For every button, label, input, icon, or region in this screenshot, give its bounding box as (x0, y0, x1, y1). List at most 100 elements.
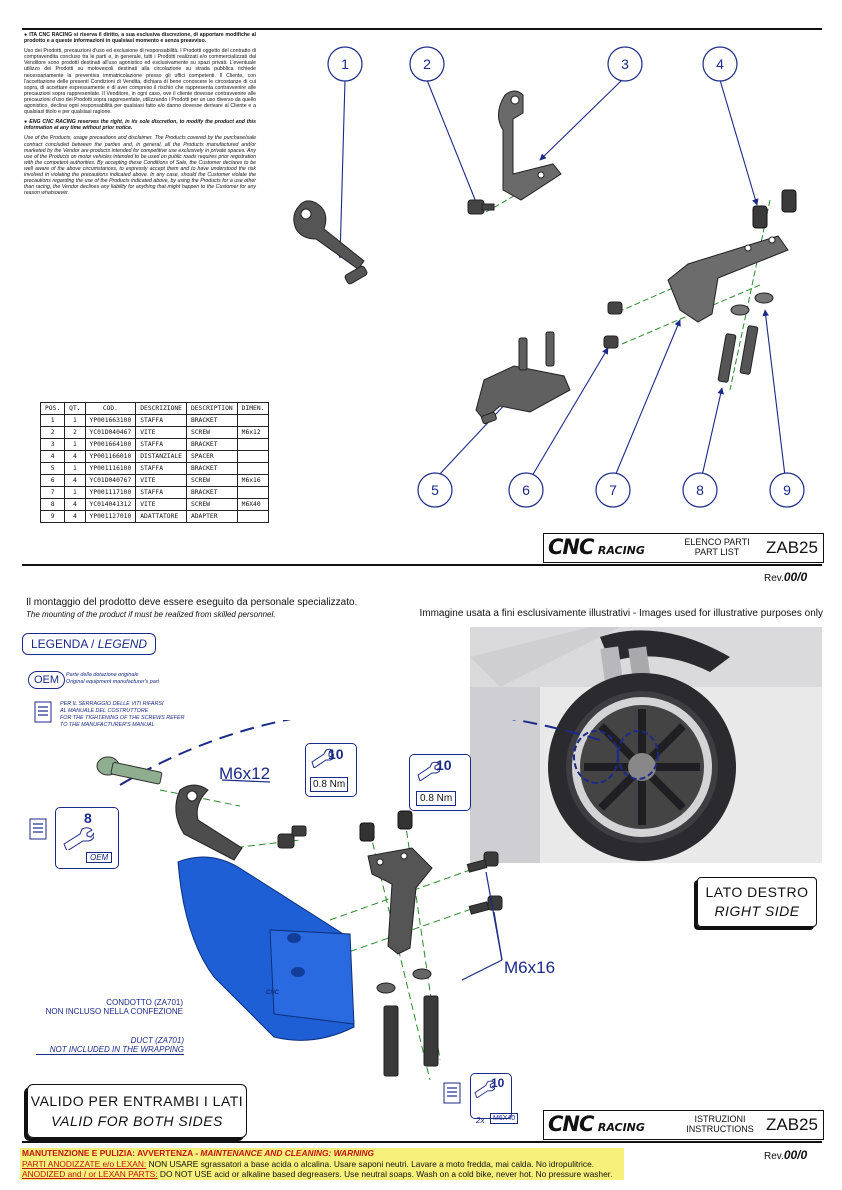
table-cell: STAFFA (135, 462, 187, 475)
table-cell: YC01D040467 (84, 426, 137, 439)
table-cell: SCREW (185, 474, 238, 487)
torque-a-unit: 0.8 Nm (310, 777, 349, 792)
oem-badge: OEM (28, 671, 66, 689)
screw-spec-m6x40: M6X40 (490, 1113, 519, 1124)
table-cell: BRACKET (185, 438, 238, 451)
legal-text: ● ITA CNC RACING si riserva il diritto, … (24, 32, 256, 200)
torque-a-value: 10 (328, 746, 344, 762)
callout-label-1: 1 (341, 56, 349, 72)
maintenance-en: ANODIZED and / or LEXAN PARTS: DO NOT US… (22, 1169, 613, 1179)
screws-part-6 (603, 301, 623, 349)
legal-eng-body: Use of the Products, usage precautions a… (24, 135, 256, 197)
table-cell: VITE (135, 426, 187, 439)
screws-m6x40 (383, 995, 439, 1077)
table-cell (236, 450, 270, 463)
wrench-icon (474, 1080, 495, 1098)
side-label-en: RIGHT SIDE (714, 903, 800, 919)
both-sides-en: VALID FOR BOTH SIDES (51, 1113, 223, 1129)
table-cell: 1 (64, 414, 86, 427)
bottom-rule (22, 1141, 822, 1143)
table-cell: 1 (64, 462, 86, 475)
callout-label-7: 7 (609, 482, 617, 498)
table-cell: 5 (39, 462, 66, 475)
illustrative-note: Immagine usata a fini esclusivamente ill… (419, 608, 823, 619)
label-part-list: PART LIST (694, 547, 740, 557)
title-block-labels: ISTRUZIONI INSTRUCTIONS (682, 1114, 758, 1134)
table-cell: M6X40 (236, 498, 270, 511)
table-cell: ADAPTER (185, 510, 238, 523)
table-cell (236, 462, 270, 475)
top-rule (22, 28, 822, 30)
table-cell: BRACKET (185, 462, 238, 475)
legal-ita-body: Uso dei Prodotti, precauzioni d'uso ed e… (24, 48, 256, 116)
notice-en: The mounting of the product if must be r… (26, 610, 276, 619)
label-elenco-parti: ELENCO PARTI (684, 537, 750, 547)
table-cell: 1 (64, 486, 86, 499)
table-cell: 1 (64, 438, 86, 451)
wrench-icon (63, 827, 94, 850)
exploded-parts-diagram: 1 2 3 4 5 6 7 8 9 (293, 46, 805, 508)
bracket-part-1 (293, 200, 368, 285)
bullet-icon: ● (24, 119, 30, 126)
table-cell: 6 (39, 474, 66, 487)
torque-spec-a: 10 0.8 Nm (305, 743, 357, 797)
torque-spec-b: 10 0.8 Nm (409, 754, 471, 811)
table-cell: BRACKET (185, 414, 238, 427)
table-cell: VITE (135, 498, 187, 511)
screws-part-8 (717, 325, 759, 383)
table-cell: 4 (64, 510, 86, 523)
duct-note-it: CONDOTTO (ZA701) NON INCLUSO NELLA CONFE… (45, 998, 183, 1016)
callout-label-2: 2 (423, 56, 431, 72)
table-cell: YP001663100 (84, 414, 137, 427)
oem-wrench-number: 8 (84, 810, 92, 826)
table-cell: YP001166010 (84, 450, 137, 463)
label-istruzioni: ISTRUZIONI (694, 1114, 746, 1124)
table-cell: YC01D040767 (84, 474, 137, 487)
table-cell: STAFFA (135, 414, 187, 427)
table-cell: 4 (64, 450, 86, 463)
legend-title: LEGENDA / LEGEND (22, 633, 157, 655)
side-label-it: LATO DESTRO (705, 884, 809, 900)
label-m6x12: M6x12 (219, 764, 271, 783)
parts-table: POS. QT. COD. DESCRIZIONE DESCRIPTION DI… (39, 402, 270, 523)
callout-label-3: 3 (621, 56, 629, 72)
table-cell: M6x12 (236, 426, 270, 439)
maintenance-it: PARTI ANODIZZATE e/o LEXAN: NON USARE sg… (22, 1158, 595, 1169)
callout-label-9: 9 (783, 482, 791, 498)
callout-label-8: 8 (696, 482, 704, 498)
callout-3 (607, 46, 643, 82)
spacers-part-4 (752, 189, 797, 229)
oem-description: Parte della dotazione originale Original… (66, 672, 160, 685)
motorcycle-photo (470, 627, 822, 863)
table-cell: 2 (39, 426, 66, 439)
title-block-labels: ELENCO PARTI PART LIST (682, 537, 752, 557)
drawing-code: ZAB25 (766, 1115, 818, 1134)
revision-bottom: Rev.00/0 (764, 1148, 808, 1162)
table-cell: 8 (39, 498, 66, 511)
table-cell: ADATTATORE (135, 510, 187, 523)
callout-4 (702, 46, 738, 82)
table-cell (236, 486, 270, 499)
table-cell (236, 414, 270, 427)
table-cell: 4 (39, 450, 66, 463)
title-block-top: CNC RACING ELENCO PARTI PART LIST ZAB25 (543, 533, 824, 563)
table-cell: 4 (64, 474, 86, 487)
maintenance-heading: MANUTENZIONE E PULIZIA: AVVERTENZA - MAI… (22, 1148, 375, 1158)
bracket-7 (367, 847, 433, 955)
title-block-bottom: CNC RACING ISTRUZIONI INSTRUCTIONS ZAB25 (543, 1110, 824, 1140)
duct-logo-mark: CNC (266, 990, 279, 996)
table-cell: 1 (39, 414, 66, 427)
torque-c-value: 10 (491, 1076, 505, 1090)
legal-ita-head: ITA CNC RACING si riserva il diritto, a … (24, 32, 256, 45)
col-header: QT. (64, 402, 86, 415)
table-cell: STAFFA (135, 438, 187, 451)
col-header: COD. (84, 402, 137, 415)
legal-eng-head: ENG CNC RACING reserves the right, in it… (24, 119, 256, 132)
drawing-code: ZAB25 (766, 538, 818, 557)
screw-qty: 2x (476, 1116, 485, 1125)
